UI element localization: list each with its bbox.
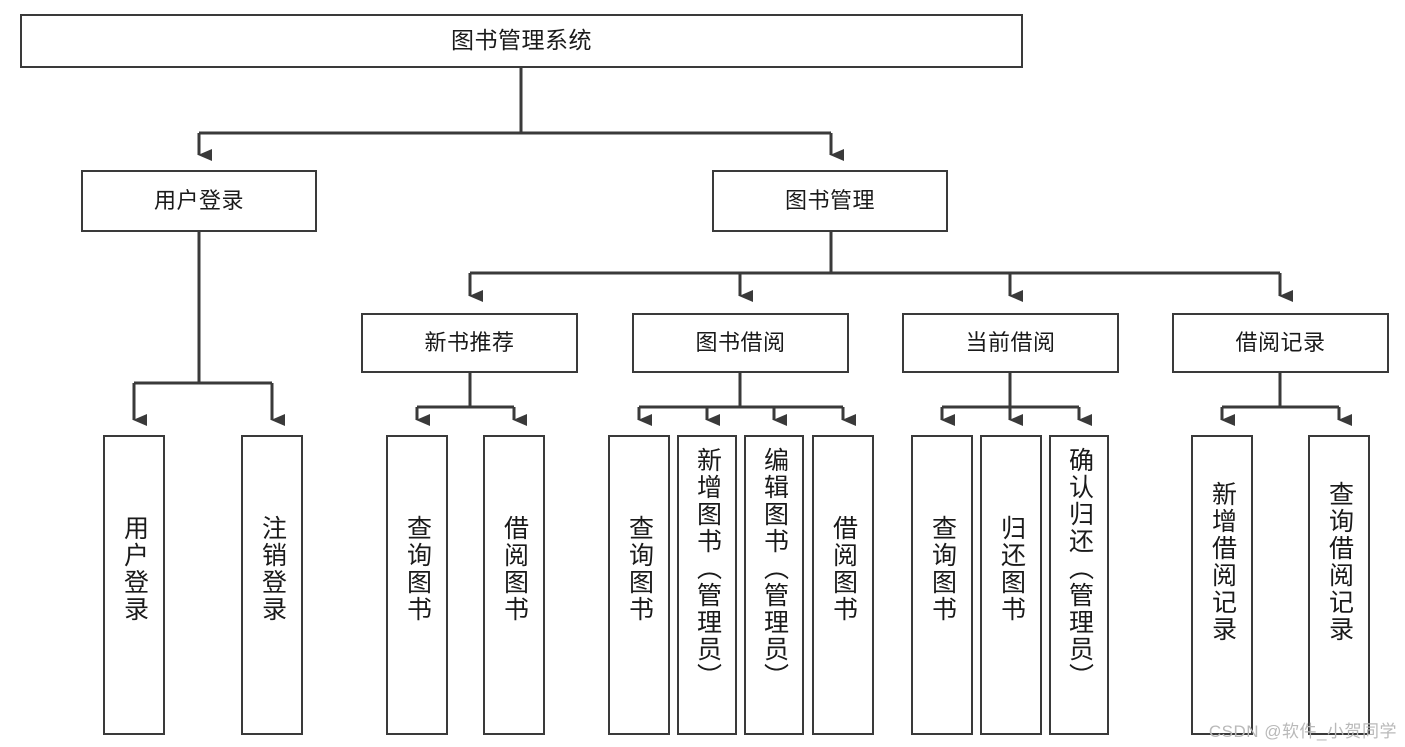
node-leaf-add-book[interactable]: 新增图书（管理员） bbox=[677, 435, 737, 735]
node-label: 借阅记录 bbox=[1235, 330, 1326, 356]
node-label: 用户登录 bbox=[120, 515, 149, 623]
node-new-book-recommend[interactable]: 新书推荐 bbox=[361, 313, 578, 373]
node-label: 编辑图书（管理员） bbox=[760, 447, 789, 690]
node-leaf-query-book-recommend[interactable]: 查询图书 bbox=[386, 435, 448, 735]
node-leaf-borrow-book-borrow[interactable]: 借阅图书 bbox=[812, 435, 874, 735]
node-label: 注销登录 bbox=[258, 515, 287, 623]
node-label: 新书推荐 bbox=[424, 330, 515, 356]
node-leaf-borrow-book-recommend[interactable]: 借阅图书 bbox=[483, 435, 545, 735]
node-leaf-query-borrow-record[interactable]: 查询借阅记录 bbox=[1308, 435, 1370, 735]
node-leaf-query-book-current[interactable]: 查询图书 bbox=[911, 435, 973, 735]
node-label: 借阅图书 bbox=[500, 515, 529, 623]
node-leaf-return-book[interactable]: 归还图书 bbox=[980, 435, 1042, 735]
node-leaf-add-borrow-record[interactable]: 新增借阅记录 bbox=[1191, 435, 1253, 735]
node-book-borrow[interactable]: 图书借阅 bbox=[632, 313, 849, 373]
node-book-manage[interactable]: 图书管理 bbox=[712, 170, 948, 232]
node-leaf-user-login[interactable]: 用户登录 bbox=[103, 435, 165, 735]
node-label: 新增借阅记录 bbox=[1208, 481, 1237, 643]
node-label: 查询图书 bbox=[403, 515, 432, 623]
node-leaf-confirm-return[interactable]: 确认归还（管理员） bbox=[1049, 435, 1109, 735]
node-user-login[interactable]: 用户登录 bbox=[81, 170, 317, 232]
node-label: 借阅图书 bbox=[829, 515, 858, 623]
node-label: 图书管理系统 bbox=[451, 27, 592, 54]
node-leaf-logout-login[interactable]: 注销登录 bbox=[241, 435, 303, 735]
node-borrow-record[interactable]: 借阅记录 bbox=[1172, 313, 1389, 373]
node-label: 归还图书 bbox=[997, 515, 1026, 623]
node-leaf-edit-book[interactable]: 编辑图书（管理员） bbox=[744, 435, 804, 735]
node-label: 当前借阅 bbox=[965, 330, 1056, 356]
node-label: 查询图书 bbox=[928, 515, 957, 623]
node-label: 查询借阅记录 bbox=[1325, 481, 1354, 643]
node-label: 确认归还（管理员） bbox=[1065, 447, 1094, 690]
node-leaf-query-book-borrow[interactable]: 查询图书 bbox=[608, 435, 670, 735]
node-label: 图书借阅 bbox=[695, 330, 786, 356]
node-label: 用户登录 bbox=[153, 188, 244, 214]
node-label: 新增图书（管理员） bbox=[693, 447, 722, 690]
node-label: 图书管理 bbox=[784, 188, 875, 214]
node-current-borrow[interactable]: 当前借阅 bbox=[902, 313, 1119, 373]
csdn-watermark: CSDN @软件_小贺同学 bbox=[1208, 722, 1397, 741]
node-label: 查询图书 bbox=[625, 515, 654, 623]
node-book-management-system[interactable]: 图书管理系统 bbox=[20, 14, 1023, 68]
